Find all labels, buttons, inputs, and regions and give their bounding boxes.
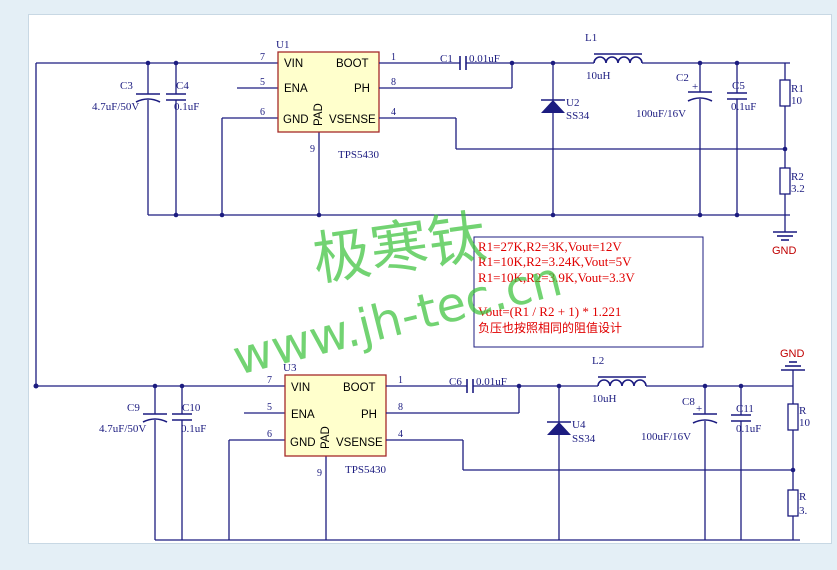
c3-value: 4.7uF/50V: [92, 101, 139, 113]
u4-ref: U4: [572, 419, 586, 431]
u3-pin-ena: ENA: [291, 409, 315, 421]
u1-part: TPS5430: [338, 149, 379, 161]
c9-ref: C9: [127, 402, 140, 414]
l2-inductor-symbol: [597, 379, 647, 387]
note-line-3: R1=10K,R2=3.9K,Vout=3.3V: [478, 270, 635, 285]
u1-pin-pad-number: 9: [310, 144, 315, 155]
r2-ref: R2: [791, 171, 804, 183]
c2-ref: C2: [676, 72, 689, 84]
u3-pin-ph: PH: [361, 409, 377, 421]
u3-chip-body: [284, 374, 387, 457]
c5-ref: C5: [732, 80, 745, 92]
note-line-2: R1=10K,R2=3.24K,Vout=5V: [478, 254, 632, 269]
l2-ref: L2: [592, 355, 604, 367]
bottom-gnd-label: GND: [780, 348, 805, 360]
u1-pin-pad: PAD: [313, 103, 325, 126]
c11-value: 0.1uF: [736, 423, 761, 435]
c8-value: 100uF/16V: [641, 431, 691, 443]
u3-pin-vin-number: 7: [267, 375, 272, 386]
u3-pin-vsense: VSENSE: [336, 437, 383, 449]
r-bottom-ref: R: [799, 491, 807, 503]
c1-ref: C1: [440, 53, 453, 65]
c5-value: 0.1uF: [731, 101, 756, 113]
u1-pin-ph-number: 8: [391, 77, 396, 88]
r-top-value: 10: [799, 417, 811, 429]
c6-ref: C6: [449, 376, 462, 388]
l2-value: 10uH: [592, 393, 617, 405]
bottom-circuit: [36, 361, 805, 541]
u3-pin-ena-number: 5: [267, 402, 272, 413]
u3-pin-boot-number: 1: [398, 375, 403, 386]
u1-pin-vin: VIN: [284, 58, 303, 70]
note-negative-voltage: 负压也按照相同的阻值设计: [478, 320, 622, 335]
u1-pin-gnd-number: 6: [260, 107, 265, 118]
u3-pin-pad-number: 9: [317, 468, 322, 479]
c4-ref: C4: [176, 80, 189, 92]
c8-ref: C8: [682, 396, 695, 408]
u1-pin-vin-number: 7: [260, 52, 265, 63]
u3-pin-pad: PAD: [320, 426, 332, 449]
l1-inductor-symbol: [593, 56, 643, 64]
c9-value: 4.7uF/50V: [99, 423, 146, 435]
u1-pin-ph: PH: [354, 83, 370, 95]
u1-pin-boot-number: 1: [391, 52, 396, 63]
c10-value: 0.1uF: [181, 423, 206, 435]
u4-diode-symbol: [547, 422, 571, 435]
c8-polarity: +: [696, 403, 702, 415]
u4-value: SS34: [572, 433, 596, 445]
u1-pin-gnd: GND: [283, 114, 309, 126]
c2-polarity: +: [692, 81, 698, 93]
c3-ref: C3: [120, 80, 133, 92]
top-circuit: [33, 51, 797, 389]
r1-ref: R1: [791, 83, 804, 95]
u1-chip-body: [277, 51, 380, 133]
u3-pin-vin: VIN: [291, 382, 310, 394]
r-bottom-value: 3.: [799, 505, 808, 517]
u1-pin-vsense-number: 4: [391, 107, 396, 118]
u3-ref: U3: [283, 362, 297, 374]
c10-ref: C10: [182, 402, 201, 414]
u3-part: TPS5430: [345, 464, 386, 476]
u2-diode-symbol: [541, 100, 565, 113]
c2-value: 100uF/16V: [636, 108, 686, 120]
u3-pin-gnd-number: 6: [267, 429, 272, 440]
l1-ref: L1: [585, 32, 597, 44]
l1-value: 10uH: [586, 70, 611, 82]
u3-pin-gnd: GND: [290, 437, 316, 449]
u1-pin-ena-number: 5: [260, 77, 265, 88]
top-gnd-label: GND: [772, 245, 797, 257]
u3-pin-ph-number: 8: [398, 402, 403, 413]
c11-ref: C11: [736, 403, 754, 415]
c6-value: 0.01uF: [476, 376, 507, 388]
note-line-1: R1=27K,R2=3K,Vout=12V: [478, 239, 622, 254]
u1-pin-boot: BOOT: [336, 58, 369, 70]
note-box: [473, 236, 704, 348]
u1-pin-ena: ENA: [284, 83, 308, 95]
r-top-ref: R: [799, 405, 807, 417]
r2-value: 3.2: [791, 183, 805, 195]
note-formula: Vout=(R1 / R2 + 1) * 1.221: [478, 304, 621, 319]
u2-value: SS34: [566, 110, 590, 122]
c4-value: 0.1uF: [174, 101, 199, 113]
u1-ref: U1: [276, 39, 289, 51]
c1-value: 0.01uF: [469, 53, 500, 65]
u3-pin-boot: BOOT: [343, 382, 376, 394]
u3-pin-vsense-number: 4: [398, 429, 403, 440]
r1-value: 10: [791, 95, 803, 107]
u2-ref: U2: [566, 97, 579, 109]
u1-pin-vsense: VSENSE: [329, 114, 376, 126]
